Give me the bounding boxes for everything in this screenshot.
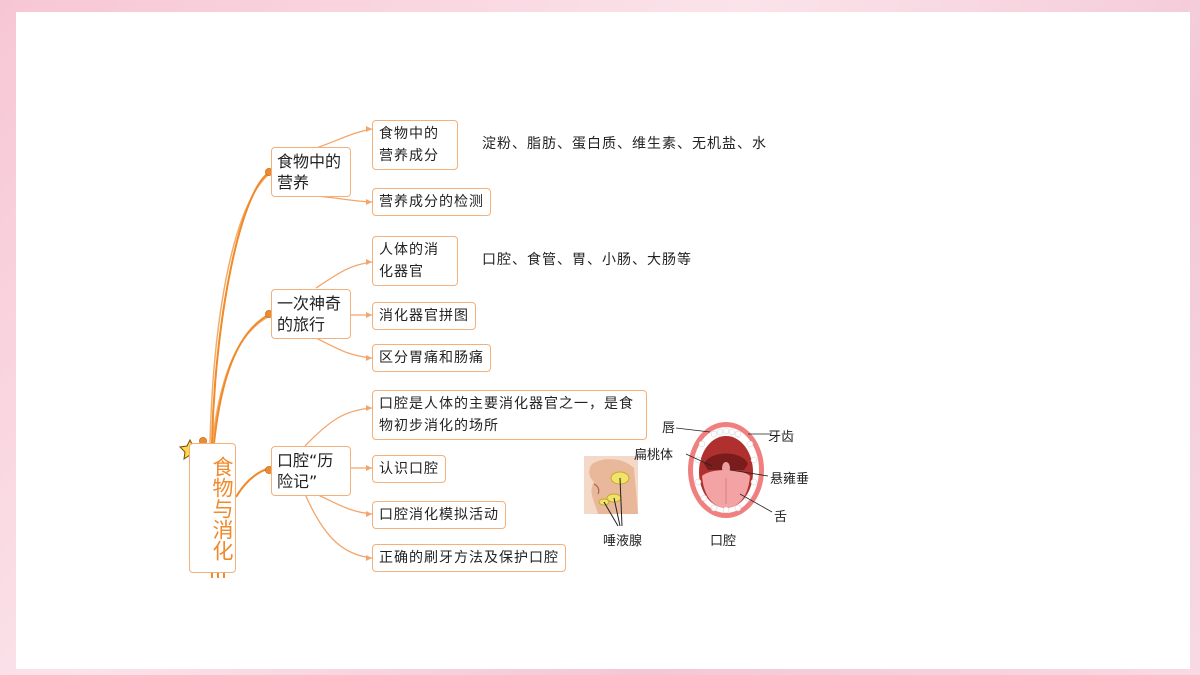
detail-organs-list: 口腔、食管、胃、小肠、大肠等 [482, 252, 692, 268]
mouth-illustration [688, 422, 764, 518]
label-tongue: 舌 [774, 510, 788, 525]
label-tonsil: 扁桃体 [634, 448, 674, 463]
node-nutrients-in-food[interactable]: 食物中的营养成分 [372, 120, 458, 170]
connector-b2-c3 [315, 337, 373, 359]
node-brushing-method[interactable]: 正确的刷牙方法及保护口腔 [372, 544, 566, 572]
connector-b3-c4 [304, 493, 373, 559]
root-node[interactable]: 食物与消化 [189, 443, 236, 573]
connector-b3-c3 [315, 493, 373, 515]
caption-salivary-gland: 唾液腺 [603, 534, 643, 549]
node-mouth-simulation[interactable]: 口腔消化模拟活动 [372, 501, 506, 529]
label-lip: 唇 [662, 421, 676, 436]
caption-mouth: 口腔 [710, 534, 737, 549]
branch-mouth-adventure[interactable]: 口腔“历险记” [271, 446, 351, 496]
node-digestive-organs[interactable]: 人体的消化器官 [372, 236, 458, 286]
detail-nutrients-list: 淀粉、脂肪、蛋白质、维生素、无机盐、水 [482, 136, 767, 152]
node-know-mouth[interactable]: 认识口腔 [372, 455, 446, 483]
node-organ-puzzle[interactable]: 消化器官拼图 [372, 302, 476, 330]
label-teeth: 牙齿 [768, 430, 795, 445]
connector-root-b3 [235, 467, 271, 498]
connector-b2-c1 [315, 261, 373, 289]
node-nutrient-testing[interactable]: 营养成分的检测 [372, 188, 491, 216]
node-stomach-vs-intestine[interactable]: 区分胃痛和肠痛 [372, 344, 491, 372]
node-mouth-description[interactable]: 口腔是人体的主要消化器官之一，是食物初步消化的场所 [372, 390, 647, 440]
connector-root-b2 [213, 313, 271, 444]
branch-nutrition[interactable]: 食物中的营养 [271, 147, 351, 197]
label-uvula: 悬雍垂 [770, 472, 810, 487]
connector-b3-c1 [304, 407, 373, 447]
branch-journey[interactable]: 一次神奇的旅行 [271, 289, 351, 339]
salivary-gland-illustration [584, 456, 638, 527]
connector-b1-c1 [315, 128, 373, 149]
